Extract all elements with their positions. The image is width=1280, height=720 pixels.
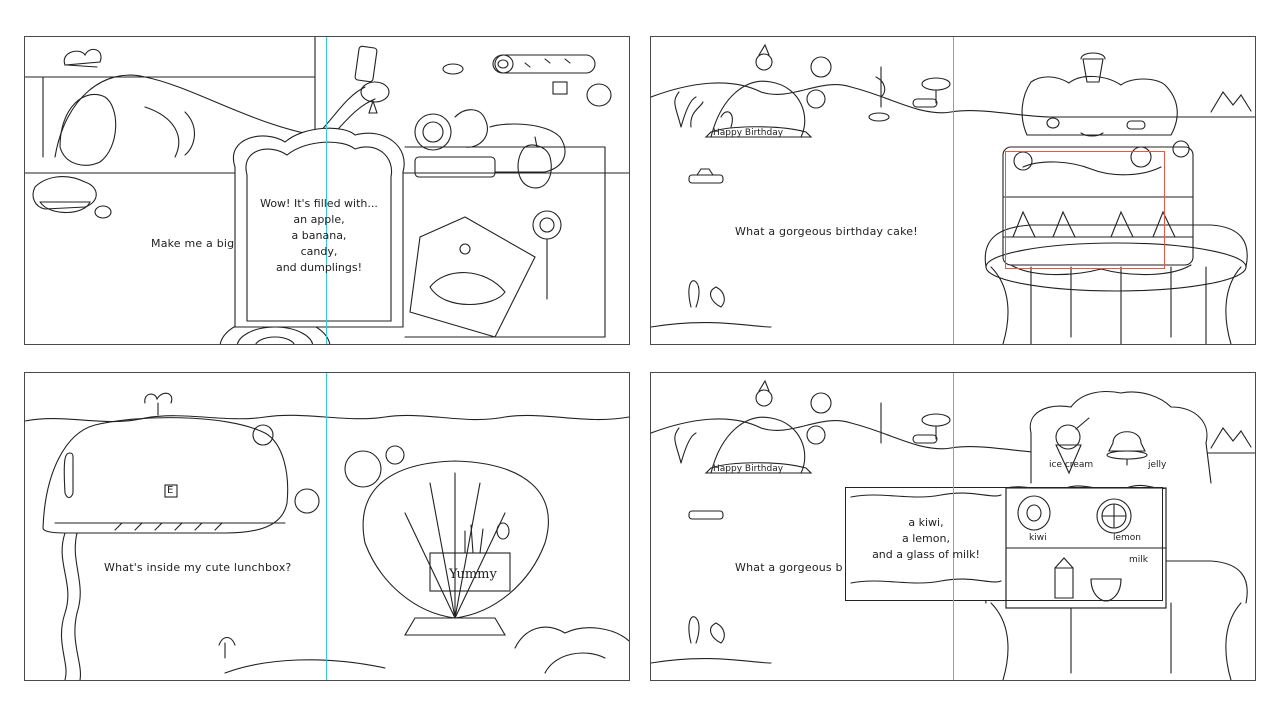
note-line: a banana, [291, 229, 347, 242]
cake-sketch [651, 43, 1255, 344]
storyboard-panel-lunchbox: E Yummy What's inside my cute lunchbox? [24, 372, 630, 681]
note-line: a lemon, [902, 532, 950, 545]
note-line: a kiwi, [908, 516, 944, 529]
lunchbox-sketch [25, 392, 629, 680]
kiwi-label: kiwi [1029, 533, 1047, 543]
note-line: and dumplings! [275, 261, 363, 274]
selection-highlight-box [1005, 151, 1165, 269]
bread-note-text: Wow! It's filled with... an apple, a ban… [247, 196, 391, 276]
fruit-note-text: a kiwi, a lemon, and a glass of milk! [851, 515, 1001, 563]
whale-mark: E [167, 485, 174, 496]
note-line: an apple, [293, 213, 345, 226]
note-line: and a glass of milk! [872, 548, 980, 561]
panel-caption: Make me a big [151, 237, 235, 250]
storyboard-panel-kitchen: Make me a big Wow! It's filled with... a… [24, 36, 630, 345]
jelly-label: jelly [1148, 460, 1167, 470]
sign-text: Happy Birthday [713, 464, 784, 474]
sign-text: Happy Birthday [713, 128, 784, 138]
ice-cream-label: ice cream [1049, 460, 1094, 470]
panel-caption: What a gorgeous birthday cake! [735, 225, 918, 238]
lemon-label: lemon [1113, 533, 1142, 543]
storyboard-panel-cake-overlay: Happy Birthday What a gorgeous b a kiwi,… [650, 372, 1256, 681]
storyboard-panel-birthday-cake: Happy Birthday What a gorgeous birthday … [650, 36, 1256, 345]
panel-caption: What's inside my cute lunchbox? [104, 561, 292, 574]
center-guide-line [326, 37, 327, 344]
note-line: candy, [300, 245, 338, 258]
center-guide-line [326, 373, 327, 680]
kitchen-sketch [25, 37, 629, 344]
note-line: Wow! It's filled with... [260, 197, 378, 210]
panel-caption: What a gorgeous b [735, 561, 843, 574]
milk-label: milk [1129, 555, 1148, 565]
center-guide-line [953, 37, 954, 344]
yummy-box-label: Yummy [449, 567, 497, 582]
center-guide-line [953, 373, 954, 680]
